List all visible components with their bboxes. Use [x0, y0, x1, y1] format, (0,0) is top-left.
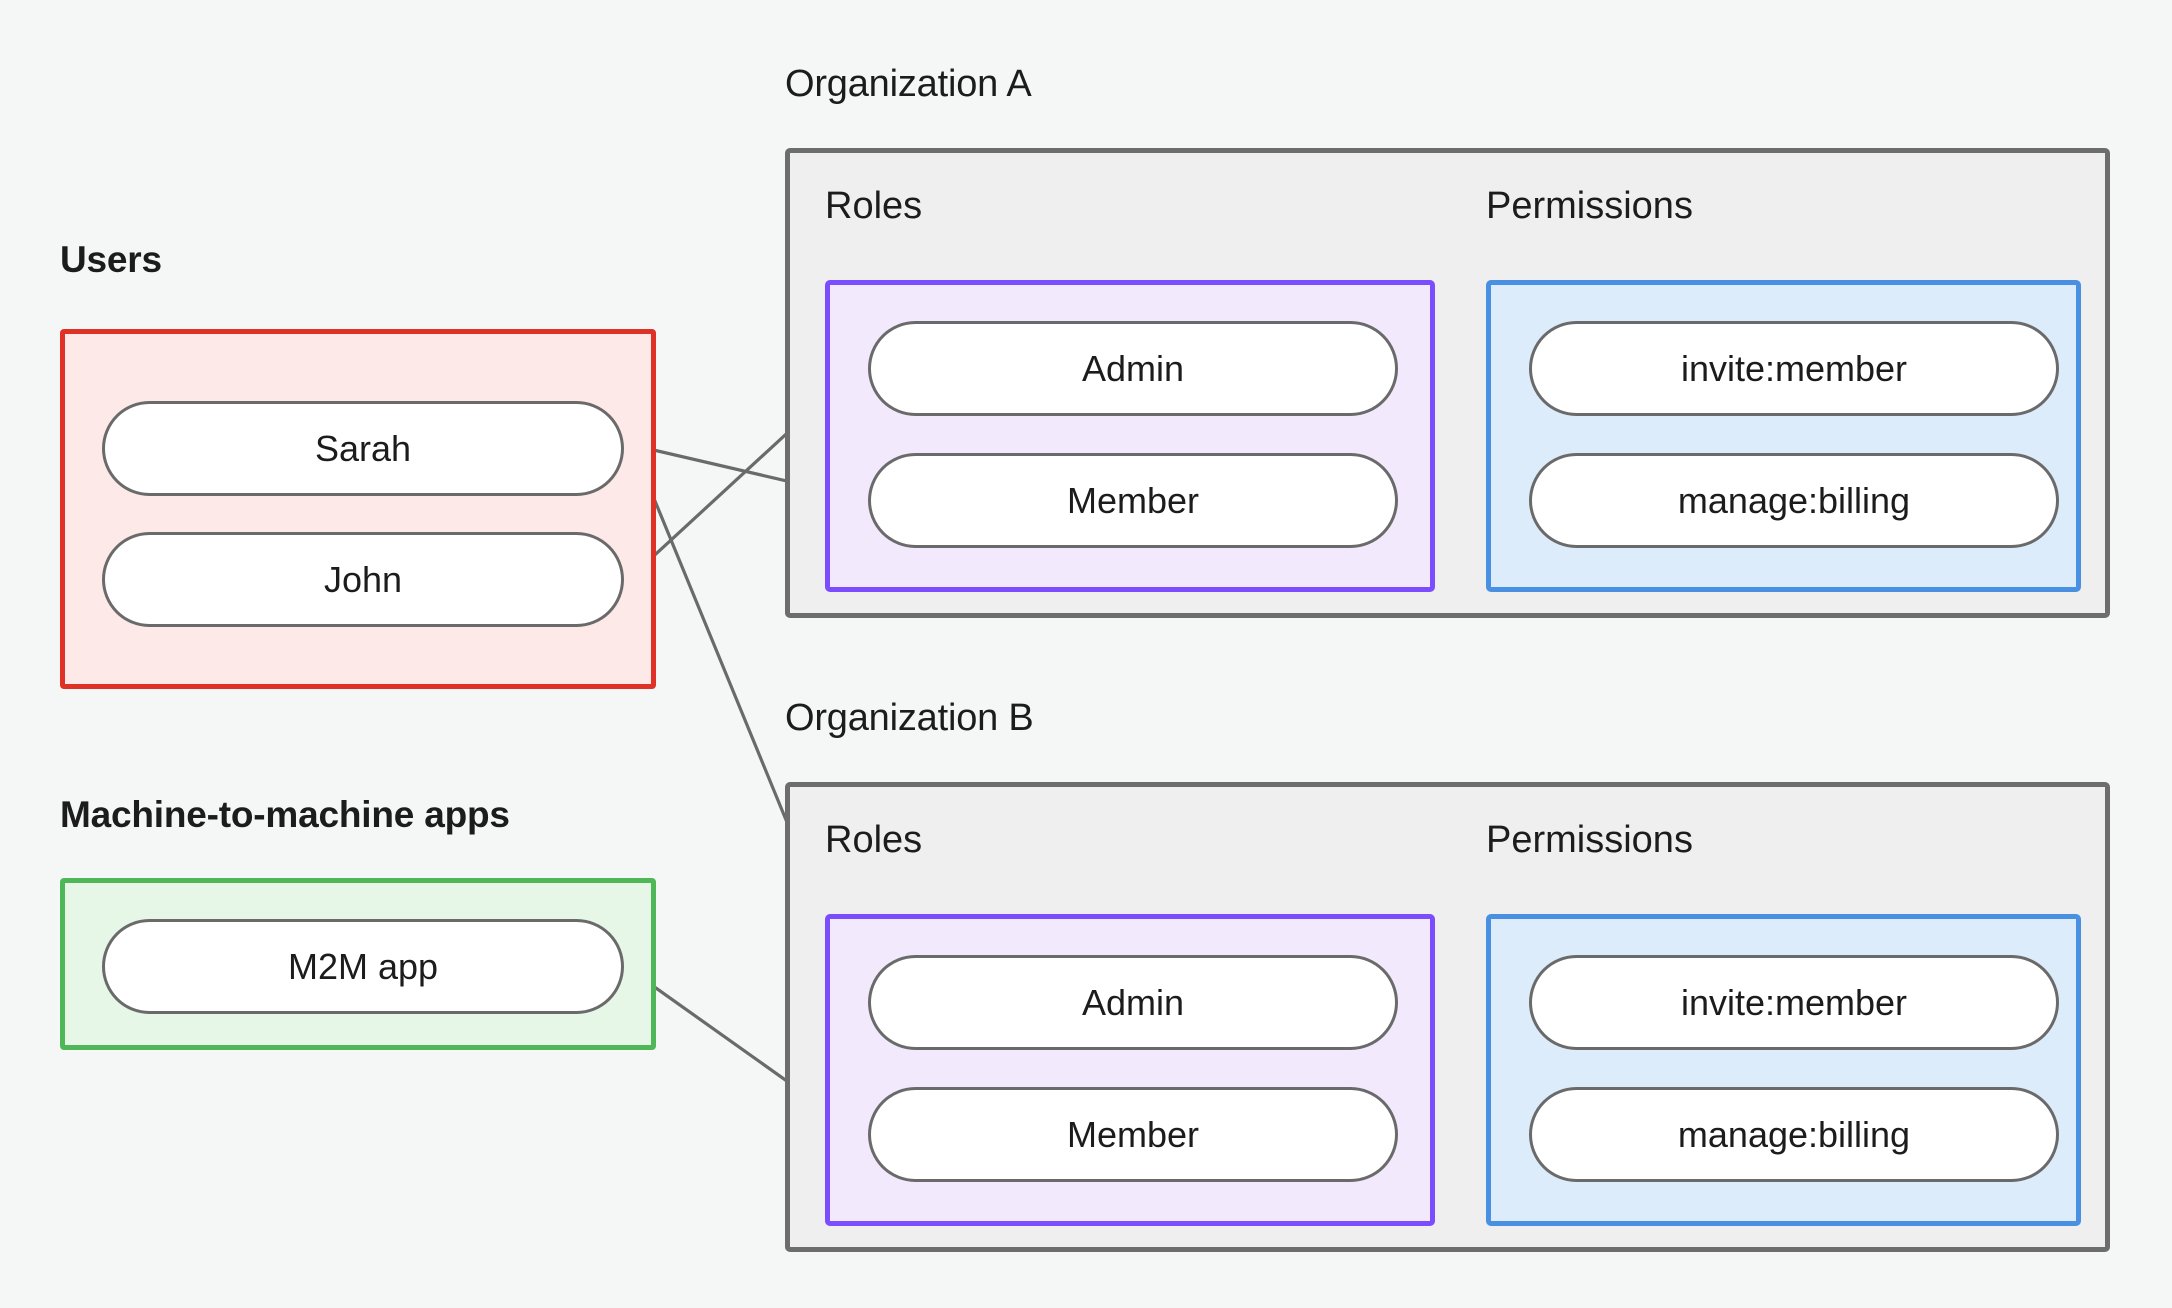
- organization-a-permissions-caption: Permissions: [1486, 185, 1693, 227]
- role-node-org-b-member[interactable]: Member: [868, 1087, 1398, 1182]
- role-node-org-a-admin[interactable]: Admin: [868, 321, 1398, 416]
- organization-a-box: Roles Admin Member Permissions invite:me…: [785, 148, 2110, 618]
- permission-node-org-a-manage-billing[interactable]: manage:billing: [1529, 453, 2059, 548]
- organization-a-permissions-box: invite:member manage:billing: [1486, 280, 2081, 592]
- organization-a-roles-box: Admin Member: [825, 280, 1435, 592]
- user-node-john[interactable]: John: [102, 532, 624, 627]
- organization-b-roles-box: Admin Member: [825, 914, 1435, 1226]
- permission-node-org-b-manage-billing[interactable]: manage:billing: [1529, 1087, 2059, 1182]
- organization-b-caption: Organization B: [785, 697, 1034, 739]
- machine-app-node-m2m[interactable]: M2M app: [102, 919, 624, 1014]
- organization-a-roles-caption: Roles: [825, 185, 923, 227]
- user-node-sarah[interactable]: Sarah: [102, 401, 624, 496]
- role-node-org-a-member[interactable]: Member: [868, 453, 1398, 548]
- organization-b-permissions-caption: Permissions: [1486, 819, 1693, 861]
- organization-b-roles-caption: Roles: [825, 819, 923, 861]
- machine-apps-group-box: M2M app: [60, 878, 656, 1050]
- machine-apps-caption: Machine-to-machine apps: [60, 794, 510, 835]
- organization-b-box: Roles Admin Member Permissions invite:me…: [785, 782, 2110, 1252]
- users-caption: Users: [60, 239, 162, 280]
- organization-a-caption: Organization A: [785, 63, 1032, 105]
- permission-node-org-a-invite-member[interactable]: invite:member: [1529, 321, 2059, 416]
- permission-node-org-b-invite-member[interactable]: invite:member: [1529, 955, 2059, 1050]
- organization-b-permissions-box: invite:member manage:billing: [1486, 914, 2081, 1226]
- role-node-org-b-admin[interactable]: Admin: [868, 955, 1398, 1050]
- users-group-box: Sarah John: [60, 329, 656, 689]
